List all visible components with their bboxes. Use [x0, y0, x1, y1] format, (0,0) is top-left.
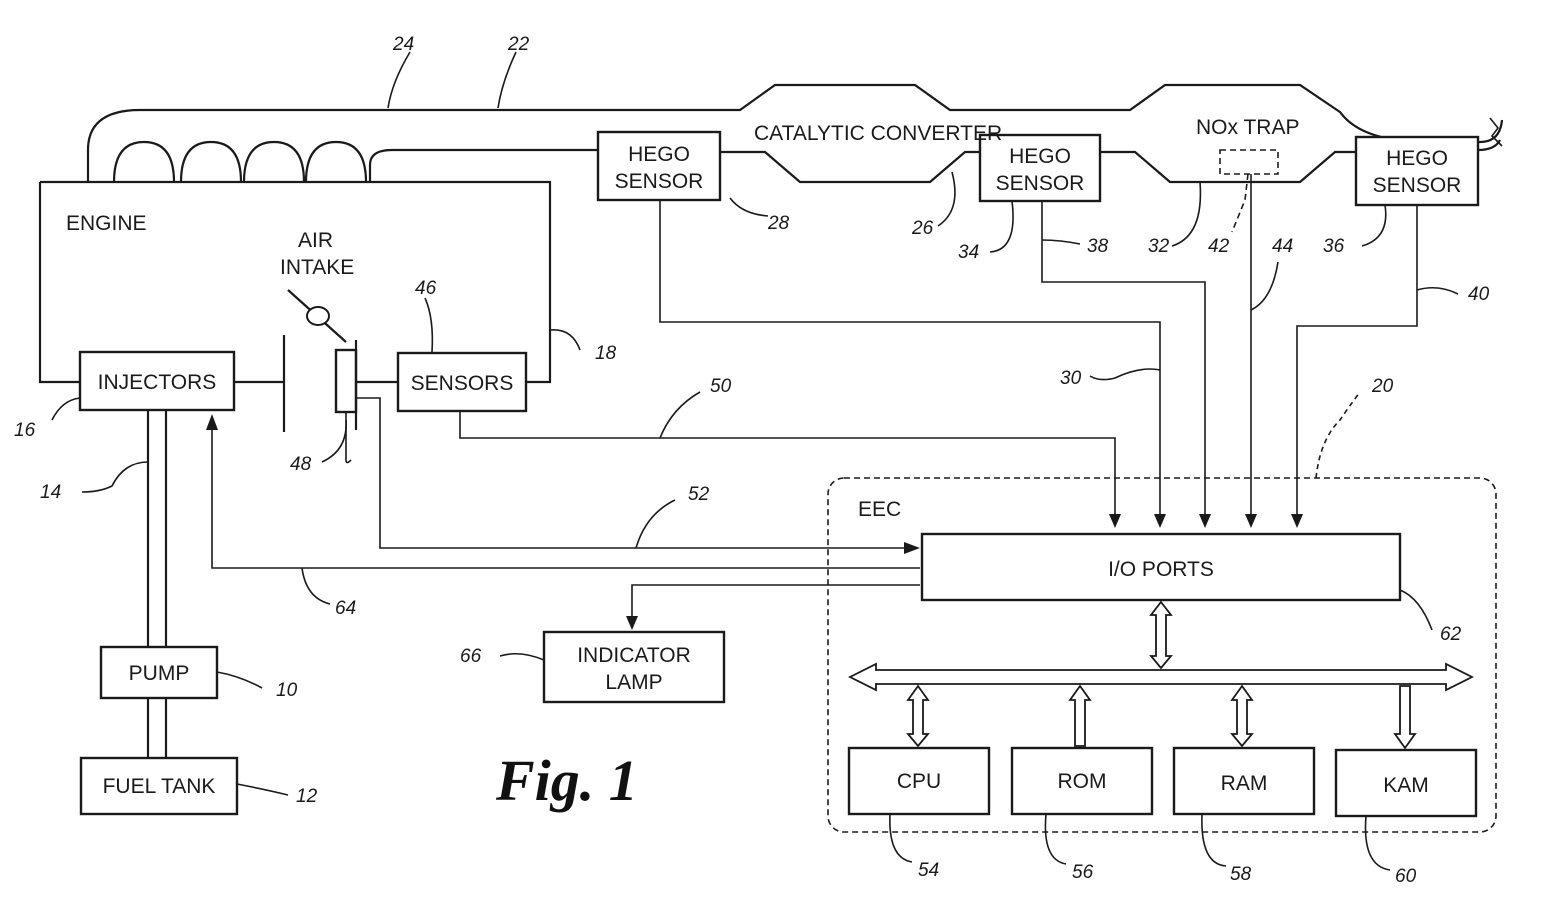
hego-2-label-bottom: SENSOR [996, 172, 1085, 195]
pump-label: PUMP [129, 662, 190, 685]
io-ports-label: I/O PORTS [1108, 558, 1214, 581]
ref-48: 48 [290, 454, 312, 475]
ref-32: 32 [1148, 236, 1170, 257]
kam-label: KAM [1383, 774, 1429, 797]
ref-36: 36 [1323, 236, 1345, 257]
ref-40: 40 [1468, 284, 1490, 305]
ref-24: 24 [392, 34, 414, 55]
indicator-lamp-label-2: LAMP [605, 671, 662, 694]
cpu-bus-link [908, 686, 928, 746]
ram-box: RAM [1174, 748, 1314, 814]
fuel-tank-label: FUEL TANK [103, 775, 216, 798]
injectors-label: INJECTORS [98, 371, 217, 394]
nox-trap-sensor [1220, 150, 1278, 174]
ref-10: 10 [276, 680, 298, 701]
injectors-box: INJECTORS [80, 352, 234, 410]
airflow-sensor [336, 350, 356, 412]
air-intake-label-1: AIR [298, 229, 333, 252]
sensors-box: SENSORS [398, 353, 526, 411]
ref-22: 22 [507, 34, 530, 55]
rom-box: ROM [1012, 748, 1152, 814]
ref-26: 26 [911, 218, 934, 239]
rom-bus-link [1070, 686, 1090, 746]
ref-62: 62 [1440, 624, 1462, 645]
ref-18: 18 [595, 343, 617, 364]
hego-sensor-3: HEGO SENSOR [1356, 137, 1478, 205]
exhaust-pipe-inner [370, 150, 598, 182]
ref-16: 16 [14, 420, 36, 441]
ref-50: 50 [710, 376, 732, 397]
ref-14: 14 [40, 482, 61, 503]
ref-34: 34 [958, 242, 979, 263]
eec-label: EEC [858, 498, 901, 521]
ref-56: 56 [1072, 862, 1094, 883]
cpu-label: CPU [897, 770, 941, 793]
ref-58: 58 [1230, 864, 1252, 885]
hego-sensor-1: HEGO SENSOR [598, 132, 720, 200]
air-intake-label-2: INTAKE [280, 256, 354, 279]
engine-label: ENGINE [66, 212, 147, 235]
ref-30: 30 [1060, 368, 1082, 389]
ref-66: 66 [460, 646, 482, 667]
io-bus-link [1151, 602, 1171, 668]
ref-42: 42 [1208, 236, 1230, 257]
pump-box: PUMP [101, 647, 217, 698]
ref-64: 64 [335, 598, 356, 619]
hego-2-label-top: HEGO [1009, 145, 1071, 168]
hego-3-label-top: HEGO [1386, 147, 1448, 170]
hego-1-label-top: HEGO [628, 143, 690, 166]
ref-38: 38 [1087, 236, 1109, 257]
io-ports-box: I/O PORTS [922, 534, 1400, 600]
ref-28: 28 [767, 213, 790, 234]
ref-52: 52 [688, 484, 710, 505]
throttle-valve-icon [288, 290, 346, 342]
sensors-label: SENSORS [411, 372, 514, 395]
ref-20: 20 [1371, 376, 1394, 397]
ref-54: 54 [918, 860, 939, 881]
ref-60: 60 [1395, 866, 1417, 887]
indicator-lamp-box: INDICATOR LAMP [544, 632, 724, 702]
hego-3-label-bottom: SENSOR [1373, 174, 1462, 197]
ref-46: 46 [415, 278, 437, 299]
kam-box: KAM [1336, 750, 1476, 816]
ram-bus-link [1232, 686, 1252, 746]
nox-trap-label: NOx TRAP [1196, 116, 1299, 139]
ram-label: RAM [1221, 772, 1268, 795]
hego-1-label-bottom: SENSOR [615, 170, 704, 193]
rom-label: ROM [1058, 770, 1107, 793]
ref-12: 12 [296, 786, 318, 807]
fuel-line [148, 410, 166, 758]
fuel-tank-box: FUEL TANK [81, 758, 237, 814]
cpu-box: CPU [849, 748, 989, 814]
manifold-runners [114, 142, 366, 182]
catalytic-converter-label: CATALYTIC CONVERTER [754, 122, 1002, 145]
indicator-lamp-label-1: INDICATOR [577, 644, 691, 667]
kam-bus-link [1395, 686, 1415, 748]
figure-title: Fig. 1 [495, 748, 638, 813]
ref-44: 44 [1272, 236, 1293, 257]
